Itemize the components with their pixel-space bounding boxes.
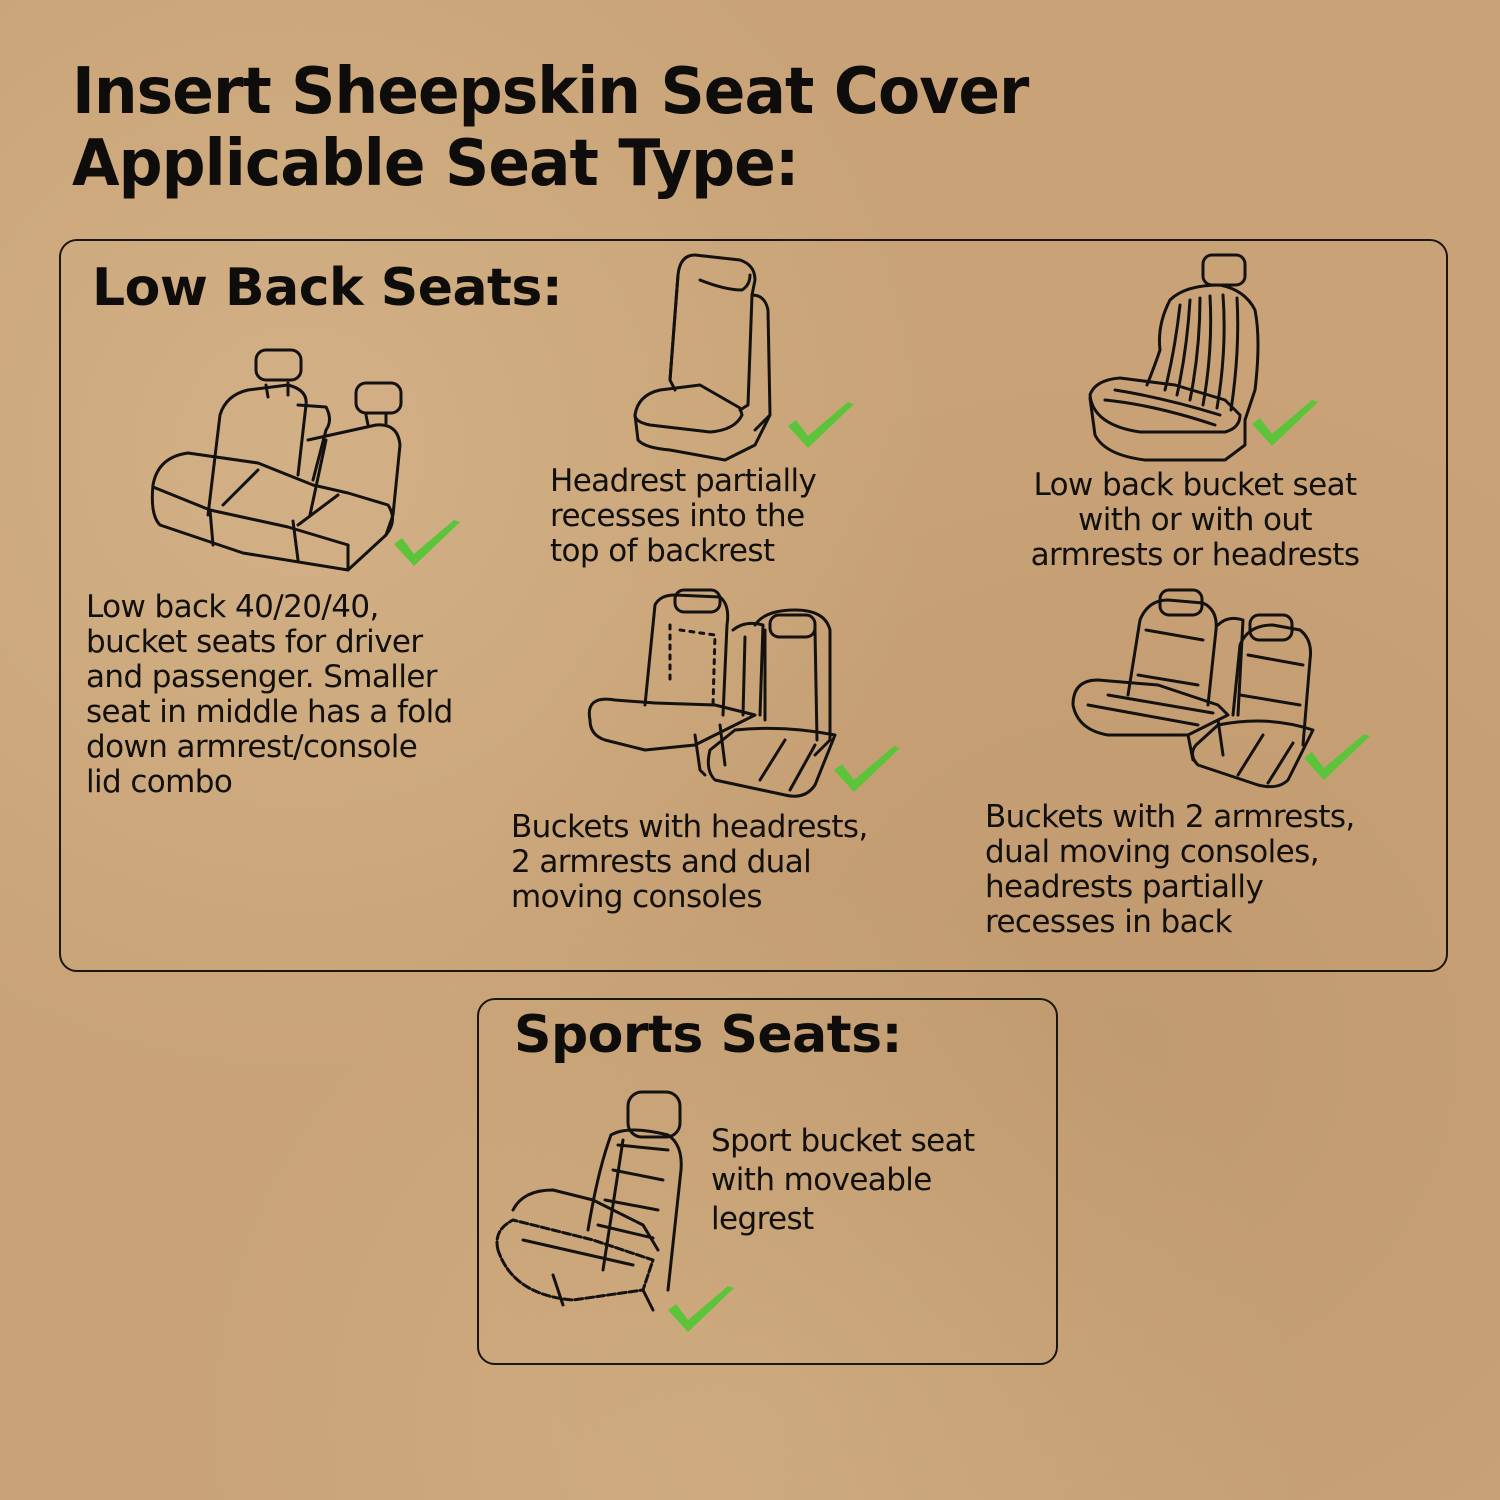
single-seat-recessed-headrest-icon — [630, 250, 790, 462]
page-title: Insert Sheepskin Seat Cover Applicable S… — [72, 55, 1029, 201]
checkmark-icon — [786, 398, 856, 454]
caption-bench-seat-40-20-40: Low back 40/20/40, bucket seats for driv… — [86, 589, 453, 800]
caption-low-back-bucket-seat: Low back bucket seat with or with out ar… — [1030, 467, 1360, 573]
caption-sport-bucket-seat: Sport bucket seat with moveable legrest — [711, 1123, 975, 1237]
checkmark-icon — [832, 742, 902, 798]
caption-bucket-seats-dual-console: Buckets with headrests, 2 armrests and d… — [511, 809, 868, 915]
page-title-line-2: Applicable Seat Type: — [72, 127, 799, 201]
sports-seats-title: Sports Seats: — [514, 1005, 902, 1065]
low-back-seats-title: Low Back Seats: — [92, 258, 563, 318]
low-back-bucket-seat-icon — [1085, 250, 1265, 465]
low-back-seats-panel — [59, 239, 1448, 972]
checkmark-icon — [666, 1282, 736, 1338]
checkmark-icon — [392, 516, 462, 572]
checkmark-icon — [1250, 396, 1320, 452]
bench-seat-40-20-40-icon — [148, 345, 410, 580]
sports-seats-panel — [477, 998, 1058, 1365]
sport-bucket-seat-icon — [493, 1090, 693, 1312]
caption-single-seat-recessed-headrest: Headrest partially recesses into the top… — [550, 463, 817, 569]
bucket-seats-recessed-headrests-icon — [1068, 585, 1318, 790]
bucket-seats-dual-console-icon — [585, 585, 840, 800]
checkmark-icon — [1302, 730, 1372, 786]
page-title-line-1: Insert Sheepskin Seat Cover — [72, 55, 1029, 129]
caption-bucket-seats-recessed-headrests: Buckets with 2 armrests, dual moving con… — [985, 799, 1355, 940]
